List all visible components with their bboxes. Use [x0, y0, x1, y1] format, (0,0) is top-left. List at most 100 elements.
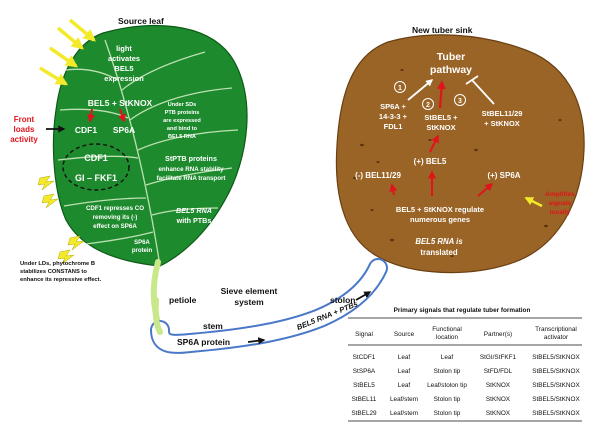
gi-fkf1-label: GI – FKF1 — [75, 173, 117, 183]
light-label-3: BEL5 — [114, 64, 133, 73]
ptb-text-2: enhance RNA stability — [158, 166, 224, 173]
sd-text-2: PTB proteins — [165, 110, 200, 116]
amplifies-text-1: Amplifies — [545, 191, 575, 198]
path3-text-1: StBEL11/29 — [482, 109, 523, 118]
sd-text-1: Under SDs — [168, 102, 197, 108]
cdf1-label: CDF1 — [75, 125, 97, 135]
table-row: StBEL29 Leaf/stem Stolon tip StKNOX StBE… — [351, 410, 580, 417]
cell-source: Leaf/stem — [390, 396, 418, 403]
pathway-number-2 — [422, 98, 434, 110]
sp6a-protein-label: SP6A protein — [177, 337, 230, 347]
source-leaf — [52, 24, 248, 333]
cell-location: Stolon tip — [434, 410, 461, 417]
petiole-label: petiole — [169, 295, 197, 305]
amplifies-arrow — [524, 196, 543, 208]
leaf-title: Source leaf — [118, 16, 164, 26]
new-tuber — [335, 34, 585, 274]
cell-source: Leaf — [398, 354, 411, 361]
cdf1-complex-label: CDF1 — [84, 153, 108, 163]
front-loads-3: activity — [10, 135, 38, 144]
minus-bel1129-label: (-) BEL11/29 — [355, 171, 401, 180]
cell-location: Stolon tip — [434, 396, 461, 403]
arrow-to-cdf1 — [87, 108, 95, 123]
arrow-sp6a-up — [477, 182, 494, 197]
ld-text-2: stabilizes CONSTANS to — [20, 269, 87, 275]
cell-activator: StBEL5/StKNOX — [532, 354, 580, 361]
cell-signal: StSP6A — [353, 368, 376, 375]
bel5-stknox-leaf: BEL5 + StKNOX — [88, 98, 153, 108]
cell-location: Leaf/stolon tip — [427, 382, 467, 389]
sp6a-protein-arrow — [247, 337, 266, 345]
arrow-to-sp6a — [118, 108, 126, 123]
light-arrows — [39, 18, 96, 86]
leaf-veins — [57, 39, 239, 267]
path2-text-1: StBEL5 + — [424, 113, 458, 122]
stem-label: stem — [203, 321, 223, 331]
amplifies-text-2: signals — [549, 200, 572, 207]
path1-text-1: SP6A + — [380, 102, 406, 111]
table-row: StBEL11 Leaf/stem Stolon tip StKNOX StBE… — [352, 396, 581, 403]
bel5-rna-ptb-2: with PTBs — [176, 216, 212, 225]
front-loads-1: Front — [14, 115, 35, 124]
cell-signal: StBEL5 — [353, 382, 375, 389]
lightning-icons — [37, 175, 85, 265]
cell-location: Stolon tip — [434, 368, 461, 375]
cell-activator: StBEL5/StKNOX — [532, 410, 580, 417]
amplifies-text-3: locally — [550, 209, 571, 216]
tuber-body — [335, 34, 585, 274]
cell-partners: StKNOX — [486, 410, 511, 417]
table-row: StBEL5 Leaf Leaf/stolon tip StKNOX StBEL… — [353, 382, 580, 389]
path3-text-2: + StKNOX — [484, 119, 520, 128]
light-label-1: light — [116, 44, 132, 53]
path1-arrow — [407, 79, 434, 101]
col-header-functional-2: location — [436, 334, 458, 341]
cell-signal: StBEL29 — [351, 410, 377, 417]
lightning-icon — [67, 235, 85, 251]
table-row: StCDF1 Leaf Leaf StGI/StFKF1 StBEL5/StKN… — [353, 354, 581, 361]
col-header-partners: Partner(s) — [484, 331, 512, 338]
cdf1-complex-circle — [62, 143, 130, 191]
cell-activator: StBEL5/StKNOX — [532, 382, 580, 389]
col-header-source: Source — [394, 331, 415, 338]
petiole-stem-junction — [152, 297, 163, 335]
path1-text-2: 14-3-3 + — [379, 112, 408, 121]
sieve-label-2: system — [234, 297, 264, 307]
ld-text-3: enhance its repressive effect. — [20, 277, 102, 283]
col-header-trans-1: Transcriptional — [535, 326, 577, 333]
light-label-2: activates — [108, 54, 140, 63]
sp6a-protein-leaf-2: protein — [132, 248, 153, 254]
path1-text-3: FDL1 — [384, 122, 403, 131]
arrow-bel5-up — [429, 134, 439, 153]
signals-table: Primary signals that regulate tuber form… — [348, 307, 582, 422]
cdf1-represses-2: removing its (-) — [93, 214, 138, 221]
bel5-ptbs-arrow — [355, 291, 372, 301]
cell-partners: StKNOX — [486, 382, 511, 389]
pathway-number-1 — [394, 81, 406, 93]
path3-inhibit-bar — [465, 75, 479, 85]
cell-signal: StBEL11 — [352, 396, 377, 403]
lightning-icon — [41, 193, 59, 209]
cell-signal: StCDF1 — [353, 354, 376, 361]
sp6a-protein-leaf-1: SP6A — [134, 240, 150, 246]
table-title: Primary signals that regulate tuber form… — [394, 307, 531, 314]
front-loads-2: loads — [14, 125, 35, 134]
ld-text-1: Under LDs, phytochrome B — [20, 261, 95, 267]
pathway-number-1-text: 1 — [398, 85, 402, 92]
tuber-pathway-1: Tuber — [437, 51, 465, 63]
ptb-text-1: StPTB proteins — [165, 154, 217, 163]
arrow-minus-bel-up — [389, 183, 398, 196]
sp6a-leaf-label: SP6A — [113, 125, 135, 135]
table-row: StSP6A Leaf Stolon tip StFD/FDL StBEL5/S… — [353, 368, 581, 375]
path2-arrow — [437, 80, 446, 109]
pathway-number-2-text: 2 — [426, 102, 430, 109]
stolon-label: stolon — [330, 295, 356, 305]
sd-text-5: BEL5 RNA — [168, 134, 196, 140]
lightning-icon — [37, 175, 55, 191]
col-header-trans-2: activator — [544, 334, 569, 341]
plus-sp6a-label: (+) SP6A — [487, 171, 520, 180]
sd-text-4: and bind to — [167, 126, 198, 132]
path2-text-2: StKNOX — [426, 123, 455, 132]
path3-inhibit — [471, 79, 495, 105]
regulate-text-1: BEL5 + StKNOX regulate — [396, 205, 484, 214]
